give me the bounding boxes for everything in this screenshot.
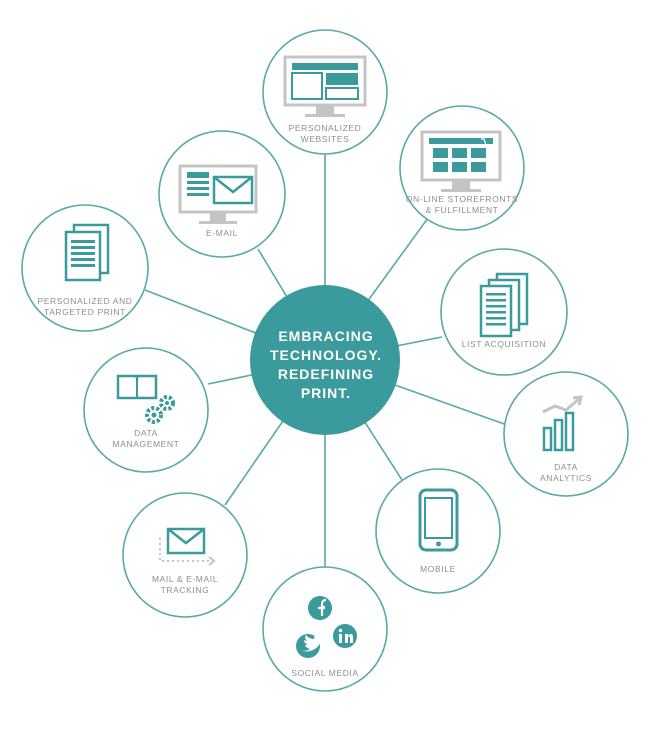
storefront-monitor-icon xyxy=(420,130,502,192)
envelope-tracking-icon xyxy=(159,527,216,566)
label-email-line-1: E-MAIL xyxy=(206,228,238,238)
label-social-media: SOCIAL MEDIA xyxy=(265,668,385,679)
label-mobile: MOBILE xyxy=(378,564,498,575)
social-media-icon xyxy=(296,596,357,658)
label-personalized-websites-line-2: WEBSITES xyxy=(300,134,350,144)
label-social-media-line-1: SOCIAL MEDIA xyxy=(291,668,359,678)
label-mail-tracking: MAIL & E-MAIL TRACKING xyxy=(125,574,245,596)
label-personalized-print-line-2: TARGETED PRINT xyxy=(44,307,126,317)
node-circle-data-management xyxy=(83,347,209,473)
linkedin-icon xyxy=(333,624,357,648)
label-data-analytics-line-1: DATA xyxy=(554,462,578,472)
hub-title-line-1: EMBRACING xyxy=(278,328,374,344)
website-monitor-icon xyxy=(283,55,367,117)
hub-title: EMBRACING TECHNOLOGY. REDEFINING PRINT. xyxy=(246,327,406,403)
label-data-management: DATA MANAGEMENT xyxy=(86,428,206,450)
hub-title-line-4: PRINT. xyxy=(300,385,352,401)
label-personalized-websites-line-1: PERSONALIZED xyxy=(288,123,362,133)
label-data-analytics: DATA ANALYTICS xyxy=(506,462,626,484)
label-personalized-print: PERSONALIZED AND TARGETED PRINT xyxy=(25,296,145,318)
documents-icon xyxy=(64,223,110,282)
twitter-icon xyxy=(296,634,323,658)
node-circle-social-media xyxy=(262,566,388,692)
label-email: E-MAIL xyxy=(162,228,282,239)
label-mail-tracking-line-1: MAIL & E-MAIL xyxy=(151,574,219,584)
label-storefronts: ON-LINE STOREFRONTS & FULFILLMENT xyxy=(402,194,522,216)
label-personalized-websites: PERSONALIZED WEBSITES xyxy=(265,123,385,145)
book-gears-icon xyxy=(116,374,175,424)
list-documents-icon xyxy=(479,272,529,338)
email-monitor-icon xyxy=(178,164,258,224)
label-data-management-line-1: DATA xyxy=(134,428,158,438)
bar-chart-icon xyxy=(542,395,583,452)
hub-title-line-3: REDEFINING xyxy=(277,366,375,382)
label-storefronts-line-2: & FULFILLMENT xyxy=(425,205,499,215)
label-mobile-line-1: MOBILE xyxy=(420,564,456,574)
facebook-icon xyxy=(308,596,332,620)
node-circle-mail-tracking xyxy=(122,492,248,618)
label-storefronts-line-1: ON-LINE STOREFRONTS xyxy=(405,194,519,204)
label-list-acquisition: LIST ACQUISITION xyxy=(444,339,564,350)
label-data-management-line-2: MANAGEMENT xyxy=(112,439,180,449)
hub-title-line-2: TECHNOLOGY. xyxy=(269,347,383,363)
label-mail-tracking-line-2: TRACKING xyxy=(160,585,210,595)
label-list-acquisition-line-1: LIST ACQUISITION xyxy=(461,339,547,349)
label-personalized-print-line-1: PERSONALIZED AND xyxy=(37,296,133,306)
mobile-phone-icon xyxy=(418,488,459,552)
label-data-analytics-line-2: ANALYTICS xyxy=(539,473,592,483)
hub-circle xyxy=(250,285,400,435)
